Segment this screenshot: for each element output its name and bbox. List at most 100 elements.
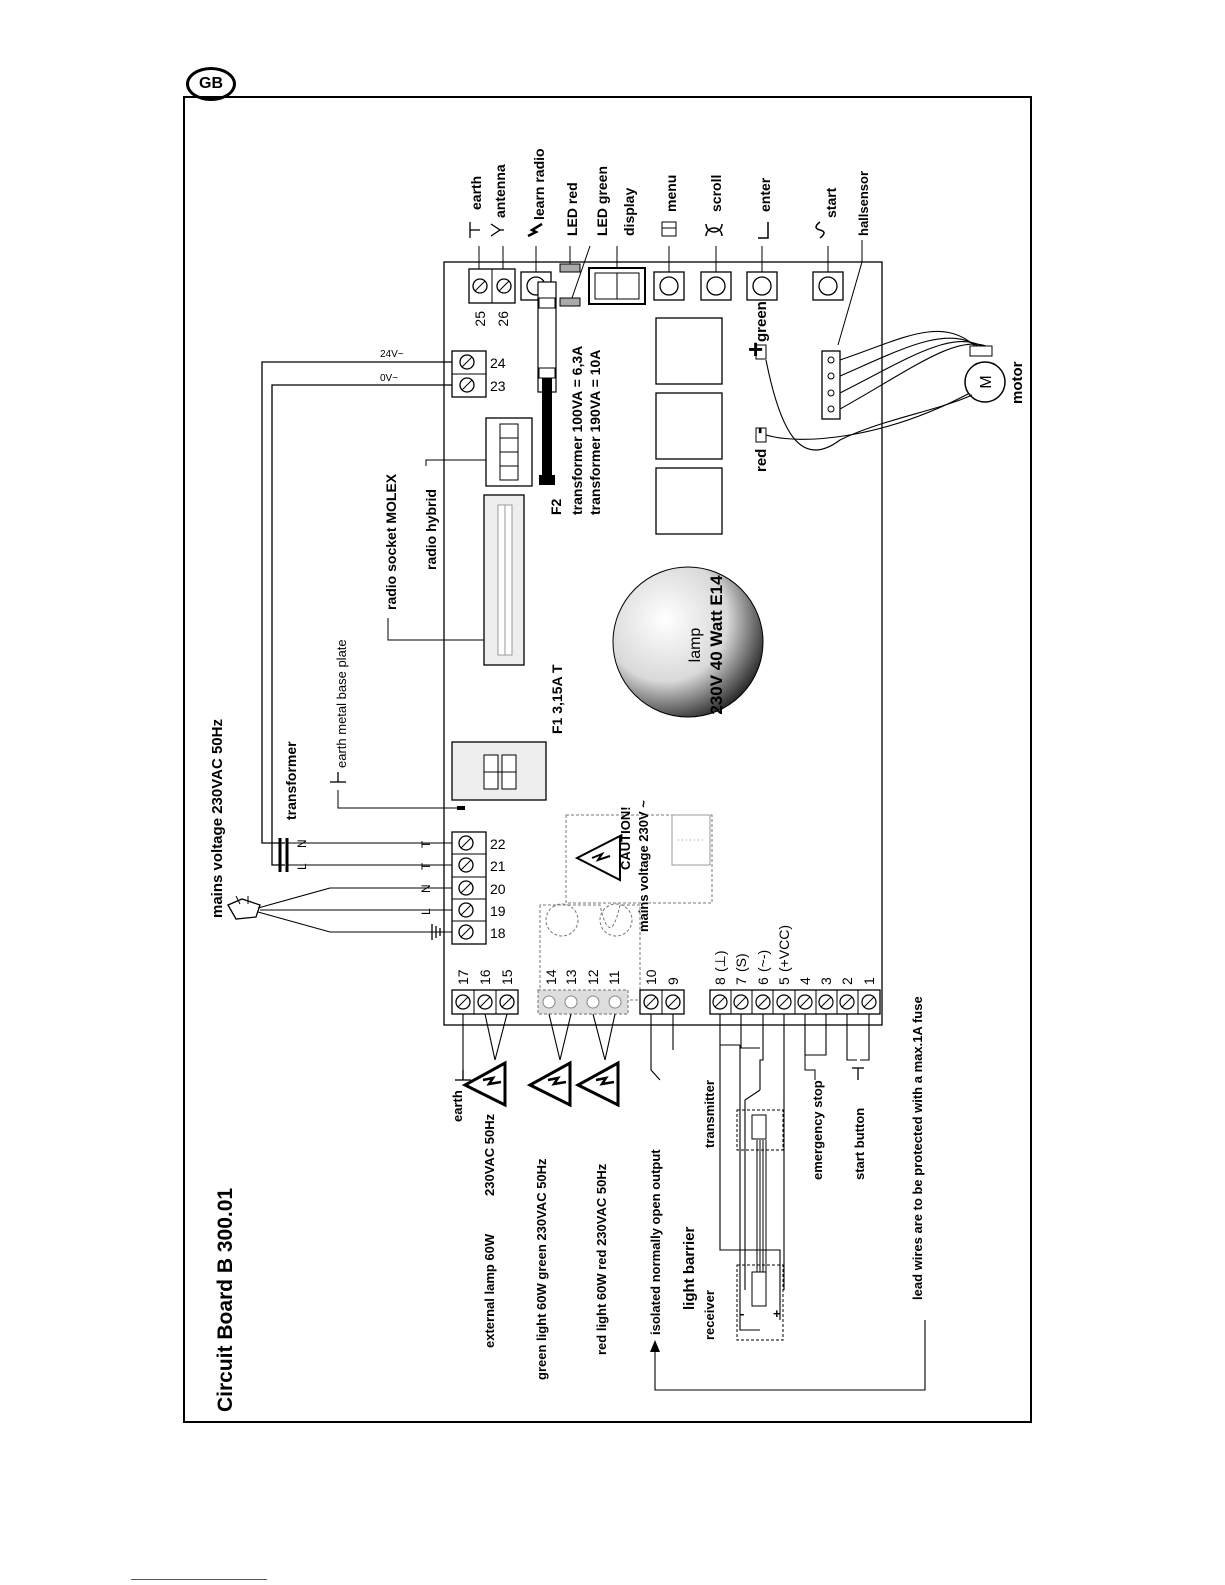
hallsensor-label: hallsensor bbox=[856, 171, 871, 236]
terminal-12-label: 12 bbox=[585, 969, 601, 985]
terminal-block-9-10 bbox=[639, 989, 685, 1015]
radio-socket-molex bbox=[483, 494, 525, 666]
terminal-8-symbol: (⊥) bbox=[712, 950, 728, 972]
antenna-icon bbox=[490, 223, 504, 237]
led-red-label: LED red bbox=[564, 182, 580, 236]
terminal-11-label: 11 bbox=[606, 970, 622, 985]
mains-voltage-label: mains voltage 230VAC 50Hz bbox=[209, 719, 226, 918]
terminal-18-label: 18 bbox=[490, 925, 506, 941]
start-button-label: start button bbox=[852, 1108, 867, 1180]
circuit-board bbox=[443, 261, 883, 1026]
page-title: Circuit Board B 300.01 bbox=[214, 1188, 237, 1412]
terminal-15-label: 15 bbox=[499, 969, 515, 985]
svg-text:-: - bbox=[740, 1306, 744, 1321]
terminal-9-label: 9 bbox=[665, 977, 681, 985]
base-plate-wire bbox=[337, 790, 457, 809]
terminal-19-label: 19 bbox=[490, 903, 506, 919]
menu-label: menu bbox=[663, 175, 679, 212]
earth-label: earth bbox=[468, 176, 484, 210]
radio-socket-label: radio socket MOLEX bbox=[383, 473, 399, 610]
terminal-23-label: 23 bbox=[490, 378, 506, 394]
voltage-24v-label: 24V~ bbox=[380, 349, 404, 360]
terminal-21-label: 21 bbox=[490, 858, 506, 874]
transmitter-label: transmitter bbox=[702, 1080, 717, 1148]
mains-plug-icon bbox=[227, 895, 261, 920]
wire-21-letter: T bbox=[419, 862, 433, 870]
caution-sub-label: mains voltage 230V ~ bbox=[636, 800, 651, 932]
terminal-5-symbol: (+VCC) bbox=[776, 925, 792, 972]
lamp-spec-label: 230V 40 Watt E14 bbox=[707, 575, 726, 715]
fuse-f1 bbox=[451, 741, 547, 801]
green-light-label: green light 60W green 230VAC 50Hz bbox=[534, 1158, 549, 1380]
light-barrier-receiver: + - bbox=[736, 1264, 784, 1341]
terminal-block-23-24 bbox=[451, 350, 487, 398]
scroll-button bbox=[700, 271, 732, 301]
terminal-13-label: 13 bbox=[563, 969, 579, 985]
top-label-leaders bbox=[478, 240, 863, 346]
fuse-f2-label: F2 bbox=[548, 498, 564, 515]
menu-icon bbox=[661, 221, 677, 237]
red-label: red bbox=[753, 449, 770, 472]
terminal-block-18-22 bbox=[451, 831, 487, 945]
radio-hybrid-label: radio hybrid bbox=[423, 489, 439, 570]
lead-wires-note: lead wires are to be protected with a ma… bbox=[910, 996, 925, 1300]
lamp-bulb bbox=[612, 566, 764, 718]
scroll-label: scroll bbox=[708, 175, 724, 212]
menu-button bbox=[653, 271, 685, 301]
isolated-output-arrow bbox=[650, 1320, 926, 1391]
light-beam bbox=[756, 1140, 767, 1272]
motor-m-label: M bbox=[978, 375, 995, 388]
relay-coil-1 bbox=[545, 903, 579, 937]
voltage-0v-label: 0V~ bbox=[380, 373, 398, 384]
transformer-symbol bbox=[278, 838, 289, 872]
transformer-label: transformer bbox=[283, 741, 299, 820]
warning-icon-13-14 bbox=[526, 1060, 572, 1108]
earth-icon bbox=[469, 222, 480, 238]
footer-rule bbox=[131, 1579, 267, 1580]
terminal-17-label: 17 bbox=[455, 969, 471, 985]
red-light-label: red light 60W red 230VAC 50Hz bbox=[594, 1163, 609, 1355]
earth-base-icon bbox=[330, 772, 346, 783]
receiver-label: receiver bbox=[702, 1290, 717, 1340]
terminal-6-symbol: (~-) bbox=[755, 950, 771, 972]
scroll-icon bbox=[705, 223, 723, 237]
enter-button bbox=[746, 271, 778, 301]
diagram-frame bbox=[183, 96, 1032, 1423]
terminal-1-label: 1 bbox=[861, 977, 877, 985]
enter-label: enter bbox=[757, 177, 773, 212]
svg-text:+: + bbox=[773, 1306, 781, 1321]
terminal-block-25-26 bbox=[468, 268, 516, 304]
wire-19-letter: L bbox=[419, 908, 433, 915]
led-green bbox=[559, 297, 581, 307]
green-connector bbox=[755, 344, 767, 360]
transformer-100va-label: transformer 100VA = 6,3A bbox=[569, 346, 585, 515]
transformer-l-letter: L bbox=[295, 863, 309, 870]
caution-warning-icon bbox=[574, 834, 621, 882]
enter-icon bbox=[758, 222, 769, 239]
terminal-block-1-8 bbox=[709, 989, 881, 1015]
plus-sign: + bbox=[748, 334, 763, 364]
start-button-symbol bbox=[852, 1067, 864, 1080]
hallsensor-connector bbox=[821, 350, 841, 420]
relay-area-outline bbox=[539, 904, 641, 1001]
transformer-190va-label: transformer 190VA = 10A bbox=[587, 350, 603, 515]
green-label: green bbox=[753, 301, 770, 342]
earth-18-icon bbox=[431, 924, 441, 940]
wire-20-letter: N bbox=[419, 884, 433, 893]
terminal-14-label: 14 bbox=[543, 969, 559, 985]
fuse-f2 bbox=[537, 281, 557, 485]
radio-wave-icon bbox=[527, 222, 543, 238]
radio-hybrid-socket bbox=[485, 417, 533, 487]
start-button bbox=[812, 271, 844, 301]
isolated-output-label: isolated normally open output bbox=[648, 1149, 663, 1335]
terminal-7-label: 7 bbox=[733, 977, 749, 985]
start-icon bbox=[815, 221, 825, 239]
earth-base-plate-label: earth metal base plate bbox=[334, 639, 349, 768]
terminal-block-11-14 bbox=[537, 989, 629, 1015]
radio-socket-leader bbox=[387, 618, 484, 641]
relay-square-3 bbox=[655, 467, 723, 535]
gb-language-badge: GB bbox=[186, 67, 236, 101]
terminal-2-label: 2 bbox=[839, 977, 855, 985]
fuse-f1-label: F1 3,15A T bbox=[549, 664, 565, 734]
motor-label: motor bbox=[1009, 361, 1026, 404]
